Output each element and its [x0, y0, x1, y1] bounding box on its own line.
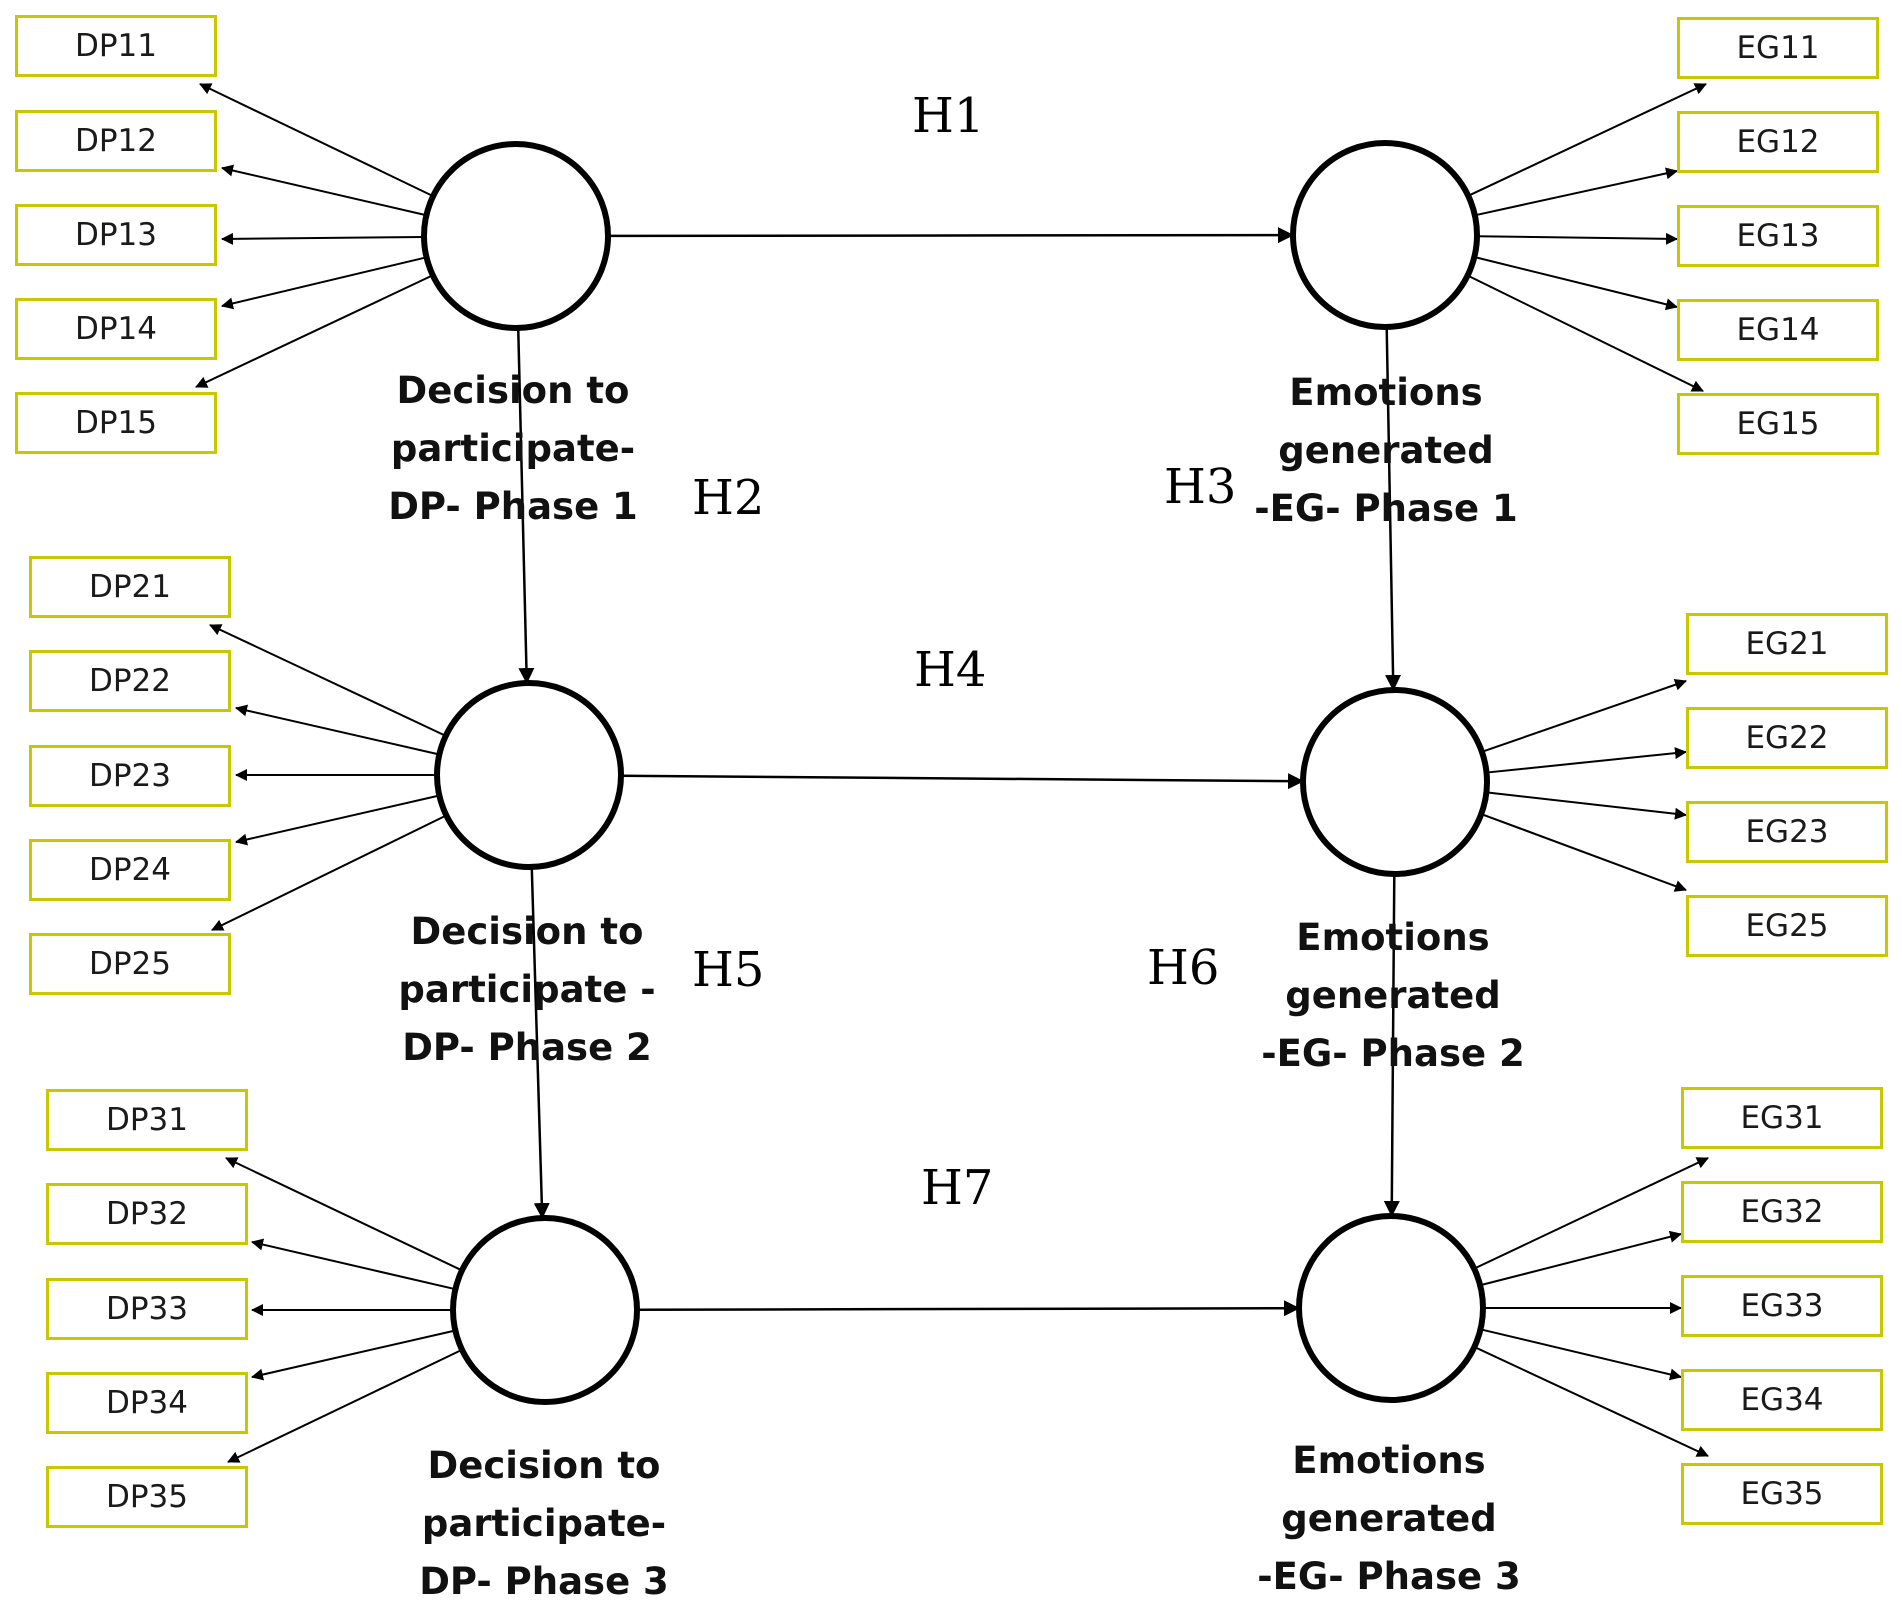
loading-arrow-dp3-5 [227, 1348, 463, 1463]
indicator-dp14: DP14 [15, 298, 217, 360]
hypothesis-label-h1: H1 [912, 88, 985, 144]
construct-circle-eg1 [1290, 140, 1480, 330]
indicator-dp24: DP24 [29, 839, 231, 901]
hypothesis-label-h4: H4 [914, 642, 987, 698]
hypothesis-label-h3: H3 [1164, 459, 1237, 515]
loading-arrow-dp2-2 [235, 704, 440, 756]
indicator-dp33: DP33 [46, 1278, 248, 1340]
construct-circle-eg2 [1300, 687, 1490, 877]
loading-arrow-eg2-3 [1486, 791, 1687, 820]
loading-arrow-dp1-1 [199, 83, 434, 198]
indicator-eg34: EG34 [1681, 1369, 1883, 1431]
loading-arrow-dp3-1 [225, 1157, 463, 1272]
construct-label-dp1: Decision to participate- DP- Phase 1 [388, 369, 638, 528]
indicator-dp15: DP15 [15, 392, 217, 454]
path-arrow-h3 [1385, 326, 1402, 692]
loading-arrow-eg1-4 [1474, 256, 1678, 311]
loading-arrow-eg3-2 [1479, 1230, 1682, 1287]
indicator-dp31: DP31 [46, 1089, 248, 1151]
indicator-dp32: DP32 [46, 1183, 248, 1245]
indicator-eg13: EG13 [1677, 205, 1879, 267]
loading-arrow-eg3-1 [1473, 1157, 1709, 1270]
indicator-dp34: DP34 [46, 1372, 248, 1434]
construct-label-dp3: Decision to participate- DP- Phase 3 [419, 1444, 669, 1603]
indicator-dp21: DP21 [29, 556, 231, 618]
indicator-dp23: DP23 [29, 745, 231, 807]
loading-arrow-eg3-5 [1473, 1346, 1709, 1457]
indicator-dp35: DP35 [46, 1466, 248, 1528]
loading-arrow-dp1-2 [221, 164, 427, 217]
path-arrow-h6 [1383, 873, 1400, 1218]
loading-arrow-dp2-1 [209, 624, 447, 737]
loading-arrow-dp1-4 [221, 256, 427, 310]
loading-arrow-eg1-3 [1476, 232, 1678, 245]
indicator-eg33: EG33 [1681, 1275, 1883, 1337]
loading-arrow-dp3-2 [251, 1238, 456, 1291]
loading-arrow-dp1-5 [195, 274, 434, 388]
indicator-dp13: DP13 [15, 204, 217, 266]
indicator-eg35: EG35 [1681, 1463, 1883, 1525]
hypothesis-label-h7: H7 [921, 1160, 994, 1216]
path-arrow-h7 [636, 1300, 1301, 1317]
loading-arrow-eg3-4 [1480, 1328, 1682, 1381]
loading-arrow-dp3-4 [251, 1329, 456, 1381]
path-arrow-h5 [530, 866, 550, 1220]
construct-label-eg1: Emotions generated -EG- Phase 1 [1254, 371, 1518, 530]
construct-label-eg3: Emotions generated -EG- Phase 3 [1257, 1439, 1521, 1598]
loading-arrow-eg2-4 [1480, 813, 1687, 892]
indicator-dp12: DP12 [15, 110, 217, 172]
path-arrow-h1 [607, 227, 1294, 244]
loading-arrow-eg1-1 [1467, 83, 1707, 197]
loading-arrow-eg1-2 [1474, 167, 1678, 217]
construct-circle-eg3 [1296, 1213, 1486, 1403]
construct-circle-dp3 [450, 1215, 640, 1405]
path-arrow-h2 [516, 327, 535, 685]
indicator-eg23: EG23 [1686, 801, 1888, 863]
indicator-eg22: EG22 [1686, 707, 1888, 769]
indicator-dp25: DP25 [29, 933, 231, 995]
indicator-dp11: DP11 [15, 15, 217, 77]
hypothesis-label-h5: H5 [692, 942, 765, 998]
hypothesis-label-h2: H2 [692, 470, 765, 526]
loading-arrow-dp2-4 [235, 794, 440, 846]
loading-arrow-dp1-3 [221, 232, 425, 245]
path-arrow-h4 [620, 773, 1305, 790]
indicator-eg11: EG11 [1677, 17, 1879, 79]
indicator-eg32: EG32 [1681, 1181, 1883, 1243]
indicator-eg14: EG14 [1677, 299, 1879, 361]
loading-arrow-eg2-1 [1481, 678, 1687, 753]
loading-arrow-eg2-2 [1486, 747, 1687, 774]
indicator-dp22: DP22 [29, 650, 231, 712]
indicator-eg25: EG25 [1686, 895, 1888, 957]
construct-circle-dp2 [434, 680, 624, 870]
loading-arrow-eg1-5 [1467, 274, 1704, 392]
hypothesis-label-h6: H6 [1147, 940, 1220, 996]
indicator-eg15: EG15 [1677, 393, 1879, 455]
loading-arrow-dp2-5 [211, 814, 447, 931]
indicator-eg12: EG12 [1677, 111, 1879, 173]
construct-circle-dp1 [421, 141, 611, 331]
indicator-eg31: EG31 [1681, 1087, 1883, 1149]
indicator-eg21: EG21 [1686, 613, 1888, 675]
construct-label-eg2: Emotions generated -EG- Phase 2 [1261, 916, 1525, 1075]
construct-label-dp2: Decision to participate - DP- Phase 2 [398, 910, 656, 1069]
